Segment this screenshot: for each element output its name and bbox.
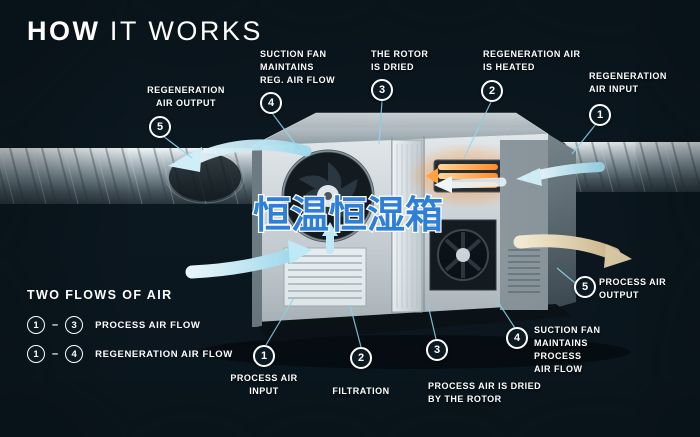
label-process-suction-fan: SUCTION FAN MAINTAINS PROCESS AIR FLOW [534, 325, 601, 375]
legend-label-regeneration: REGENERATION AIR FLOW [95, 348, 233, 360]
title-bold: HOW [27, 16, 101, 46]
badge-process-suction-fan: 4 [506, 327, 528, 349]
process-fan [429, 219, 497, 291]
badge-process-air-dried: 3 [426, 339, 448, 361]
machine-base [256, 304, 572, 342]
legend-dash: – [52, 348, 59, 360]
legend-badge-from: 1 [27, 316, 45, 334]
label-rotor-dried: THE ROTOR IS DRIED [371, 49, 429, 73]
badge-filtration: 2 [350, 347, 372, 369]
legend-row-process: 1 – 3 PROCESS AIR FLOW [27, 316, 200, 334]
page-title: HOW IT WORKS [27, 16, 263, 47]
badge-rotor-dried: 3 [371, 79, 393, 101]
legend-badge-from: 1 [27, 345, 45, 363]
legend-badge-to: 4 [65, 345, 84, 363]
legend-badge-to: 3 [65, 316, 84, 334]
badge-regeneration-air-input: 1 [589, 104, 611, 126]
label-filtration: FILTRATION [332, 386, 390, 396]
legend-row-regeneration: 1 – 4 REGENERATION AIR FLOW [27, 345, 233, 363]
badge-regeneration-air-output: 5 [149, 116, 171, 138]
label-regeneration-air-input: REGENERATION AIR INPUT [589, 71, 667, 95]
regeneration-fan [281, 149, 375, 243]
heated-air-arrow [426, 168, 438, 184]
machine-right-face [548, 134, 576, 310]
process-input-arrow [185, 247, 301, 279]
through-rotor-arrow [445, 177, 507, 189]
label-process-air-output: PROCESS AIR OUTPUT [599, 277, 667, 301]
label-process-air-input: PROCESS AIR INPUT [230, 373, 298, 397]
legend-heading: TWO FLOWS OF AIR [27, 288, 173, 302]
label-regeneration-suction-fan: SUCTION FAN MAINTAINS REG. AIR FLOW [260, 49, 336, 86]
legend-label-process: PROCESS AIR FLOW [95, 319, 201, 331]
desiccant-rotor [391, 139, 423, 313]
label-air-heated: REGENERATION AIR IS HEATED [483, 49, 581, 73]
legend-dash: – [52, 319, 59, 331]
interior-vent-panel [500, 140, 548, 310]
badge-air-heated: 2 [481, 80, 503, 102]
regeneration-output-arrow [188, 139, 312, 166]
badge-process-air-input: 1 [253, 345, 275, 367]
badge-regeneration-suction-fan: 4 [260, 92, 282, 114]
chinese-watermark: 恒温恒湿箱 [252, 192, 445, 239]
label-regeneration-air-output: REGENERATION AIR OUTPUT [147, 85, 225, 109]
airflow-arrows [168, 139, 632, 279]
watermark-text: 恒温恒湿箱 [253, 193, 443, 237]
badge-process-air-output: 5 [574, 276, 596, 298]
label-process-air-dried: PROCESS AIR IS DRIED BY THE ROTOR [428, 381, 542, 405]
callout-leader-lines [162, 100, 597, 348]
title-light: IT WORKS [109, 16, 263, 46]
